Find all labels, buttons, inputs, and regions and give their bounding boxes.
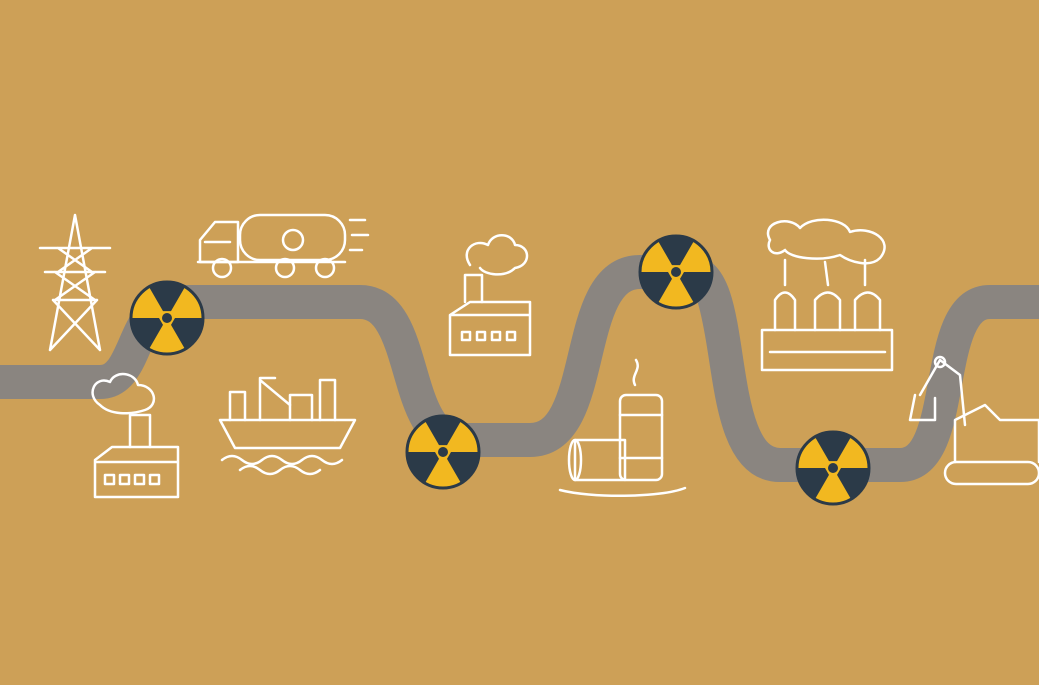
toxic-barrels-icon bbox=[558, 358, 687, 497]
radiation-icon bbox=[129, 280, 205, 356]
power-plant-icon bbox=[760, 218, 894, 372]
power-pylon-icon bbox=[38, 213, 112, 352]
excavator-icon bbox=[908, 355, 1039, 486]
factory-icon bbox=[448, 234, 532, 357]
cargo-ship-icon bbox=[218, 376, 357, 476]
tanker-truck-icon bbox=[196, 213, 370, 279]
radiation-icon bbox=[405, 414, 481, 490]
radiation-icon bbox=[638, 234, 714, 310]
factory-icon bbox=[91, 372, 180, 499]
radiation-icon bbox=[795, 430, 871, 506]
